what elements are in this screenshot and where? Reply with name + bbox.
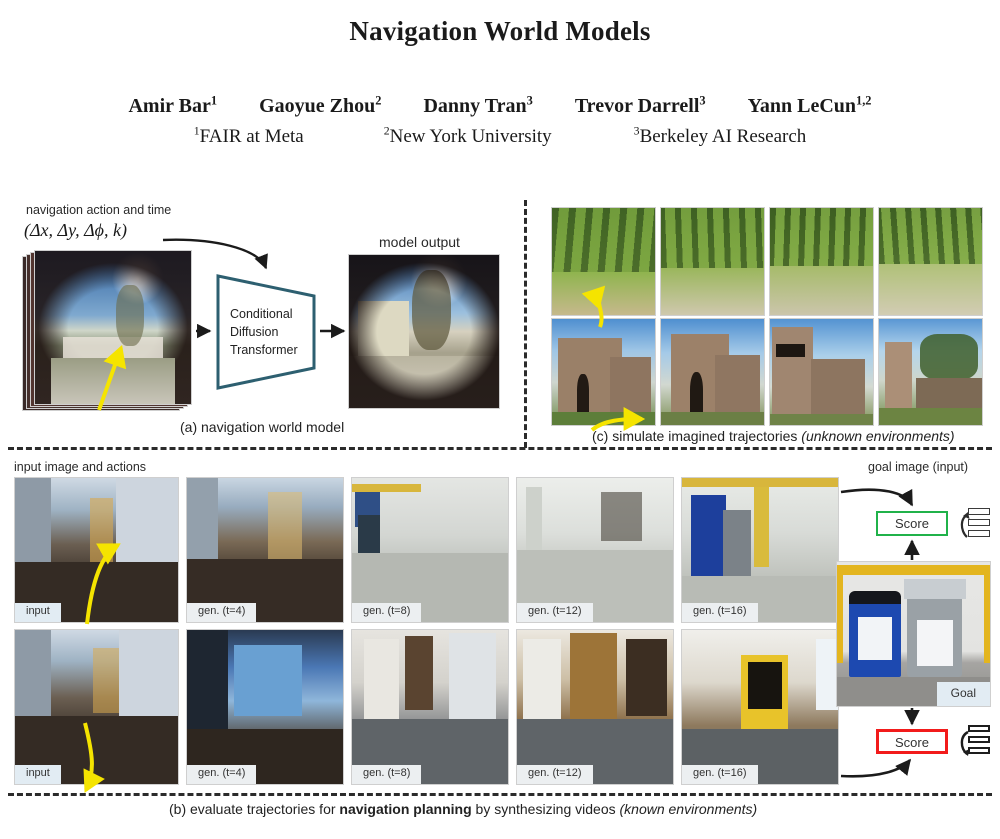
- tile-label-1-2: gen. (t=8): [352, 765, 422, 784]
- panel-c-frame-0-3: [878, 207, 983, 316]
- panel-b-tile-1-4: gen. (t=16): [681, 629, 839, 785]
- action-formula: (Δx, Δy, Δϕ, k): [24, 220, 127, 240]
- author-list: Amir Bar1 Gaoyue Zhou2 Danny Tran3 Trevor D…: [0, 93, 1000, 118]
- panel-b-tile-1-3: gen. (t=12): [516, 629, 674, 785]
- panel-b-tile-0-4: gen. (t=16): [681, 477, 839, 623]
- trajectory-stack-good-icon: [958, 507, 992, 541]
- panel-c-frame-0-1: [660, 207, 765, 316]
- goal-image: Goal: [836, 561, 991, 707]
- tile-label-0-4: gen. (t=16): [682, 603, 758, 622]
- tile-label-1-4: gen. (t=16): [682, 765, 758, 784]
- panel-b-tile-0-0: input: [14, 477, 179, 623]
- goal-chip-label: Goal: [936, 682, 990, 706]
- page-title: Navigation World Models: [349, 16, 651, 46]
- panel-b-tile-0-1: gen. (t=4): [186, 477, 344, 623]
- panel-b-tile-1-1: gen. (t=4): [186, 629, 344, 785]
- tile-label-0-3: gen. (t=12): [517, 603, 593, 622]
- panel-c-frame-0-0: [551, 207, 656, 316]
- panel-c-frame-0-2: [769, 207, 874, 316]
- affiliation-0: 1FAIR at Meta: [193, 124, 304, 147]
- panel-a-input-image: [34, 250, 192, 405]
- panel-c-caption: (c) simulate imagined trajectories (unkn…: [592, 428, 955, 444]
- divider-vertical: [524, 200, 527, 448]
- author-3: Trevor Darrell3: [574, 93, 706, 117]
- panel-c-frame-1-2: [769, 318, 874, 426]
- tile-label-0-1: gen. (t=4): [187, 603, 257, 622]
- tile-label-0-2: gen. (t=8): [352, 603, 422, 622]
- trajectory-stack-bad-icon: [958, 724, 992, 758]
- author-4: Yann LeCun1,2: [747, 93, 872, 117]
- panel-b-left-label: input image and actions: [14, 460, 147, 474]
- divider-bottom: [8, 793, 992, 796]
- affiliation-1: 2New York University: [383, 124, 552, 147]
- author-0: Amir Bar1: [128, 93, 218, 117]
- author-2: Danny Tran3: [423, 93, 533, 117]
- tile-label-1-3: gen. (t=12): [517, 765, 593, 784]
- panel-b-tile-1-2: gen. (t=8): [351, 629, 509, 785]
- author-1: Gaoyue Zhou2: [259, 93, 382, 117]
- model-output-label: model output: [379, 234, 460, 250]
- score-box-good[interactable]: Score: [876, 511, 948, 536]
- affiliation-list: 1FAIR at Meta 2New York University 3Berkel…: [0, 124, 1000, 148]
- panel-b-tile-0-2: gen. (t=8): [351, 477, 509, 623]
- panel-b-right-label: goal image (input): [868, 460, 969, 474]
- panel-c-frame-1-3: [878, 318, 983, 426]
- panel-a-caption: (a) navigation world model: [180, 419, 345, 435]
- tile-label-1-1: gen. (t=4): [187, 765, 257, 784]
- panel-a-output-image: [348, 254, 500, 409]
- divider-middle: [8, 447, 992, 450]
- score-box-bad[interactable]: Score: [876, 729, 948, 754]
- model-box-label: Conditional Diffusion Transformer: [230, 307, 298, 357]
- diffusion-model-box: Conditional Diffusion Transformer: [214, 272, 318, 392]
- panel-c-frame-1-1: [660, 318, 765, 426]
- tile-label-0-0: input: [15, 603, 61, 622]
- panel-b-tile-1-0: input: [14, 629, 179, 785]
- action-label: navigation action and time: [26, 203, 172, 217]
- panel-b-tile-0-3: gen. (t=12): [516, 477, 674, 623]
- tile-label-1-0: input: [15, 765, 61, 784]
- panel-c-frame-1-0: [551, 318, 656, 426]
- panel-b-caption: (b) evaluate trajectories for navigation…: [169, 801, 758, 817]
- affiliation-2: 3Berkeley AI Research: [633, 124, 807, 147]
